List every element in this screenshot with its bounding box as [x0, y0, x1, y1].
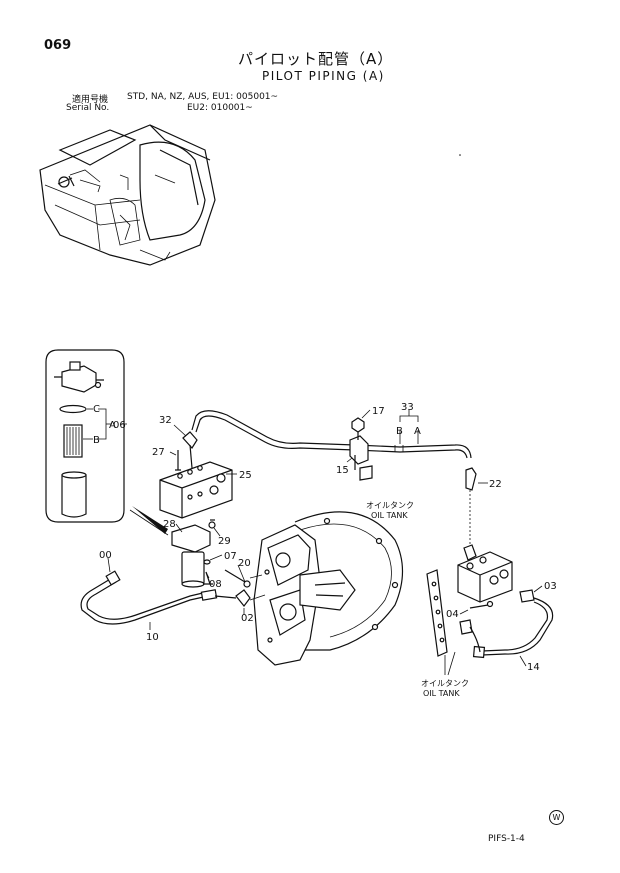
page-title-english: PILOT PIPING (A)	[262, 69, 385, 83]
callout-A-filter: A	[109, 420, 116, 431]
page-title-japanese: パイロット配管（A）	[238, 50, 394, 68]
callout-labels: 06 C B A 32 27 25 28 29 00 07 08 20 02 1…	[93, 402, 557, 673]
applicability-models: STD, NA, NZ, AUS, EU1: 005001~	[127, 92, 279, 102]
callout-33: 33	[401, 402, 414, 413]
callout-14: 14	[527, 662, 540, 673]
footer-code: PIFS-1-4	[488, 834, 525, 844]
callout-06: 06	[113, 420, 126, 431]
pilot-valve-right	[426, 544, 554, 676]
callout-25: 25	[239, 470, 252, 481]
hose-33	[191, 410, 477, 548]
callout-C: C	[93, 404, 100, 415]
hydraulic-pump-illustration	[249, 511, 404, 666]
callout-29: 29	[218, 536, 231, 547]
callout-08: 08	[209, 579, 222, 590]
callout-B-hose: B	[396, 426, 403, 437]
manufacturer-mark: W	[549, 810, 564, 825]
callout-B: B	[93, 435, 100, 446]
page-number: 069	[44, 38, 72, 53]
oil-tank-note-en-lower: OIL TANK	[423, 689, 460, 698]
callout-04: 04	[446, 609, 459, 620]
hose-10	[80, 570, 251, 625]
callout-07: 07	[224, 551, 237, 562]
cab-overview-illustration	[39, 124, 461, 266]
oil-tank-notes: オイルタンク OIL TANK オイルタンク OIL TANK	[366, 501, 469, 698]
callout-02: 02	[241, 613, 254, 624]
valve-block-assembly	[159, 431, 251, 588]
callout-03: 03	[544, 581, 557, 592]
callout-00: 00	[99, 550, 112, 561]
callout-leaders	[107, 409, 543, 667]
oil-tank-note-en-upper: OIL TANK	[371, 511, 408, 520]
filter-detail-box	[45, 349, 169, 536]
applicability-label: 適用号機	[72, 95, 109, 105]
serial-number-eu2: EU2: 010001~	[187, 103, 253, 113]
callout-32: 32	[159, 415, 172, 426]
serial-number-label: Serial No.	[66, 103, 110, 113]
callout-20: 20	[238, 558, 251, 569]
oil-tank-note-jp-lower: オイルタンク	[421, 679, 469, 688]
oil-tank-note-jp-upper: オイルタンク	[366, 501, 414, 510]
callout-28: 28	[163, 519, 176, 530]
callout-A-hose: A	[414, 426, 421, 437]
callout-15: 15	[336, 465, 349, 476]
callout-17: 17	[372, 406, 385, 417]
callout-10: 10	[146, 632, 159, 643]
callout-22: 22	[489, 479, 502, 490]
callout-27: 27	[152, 447, 165, 458]
